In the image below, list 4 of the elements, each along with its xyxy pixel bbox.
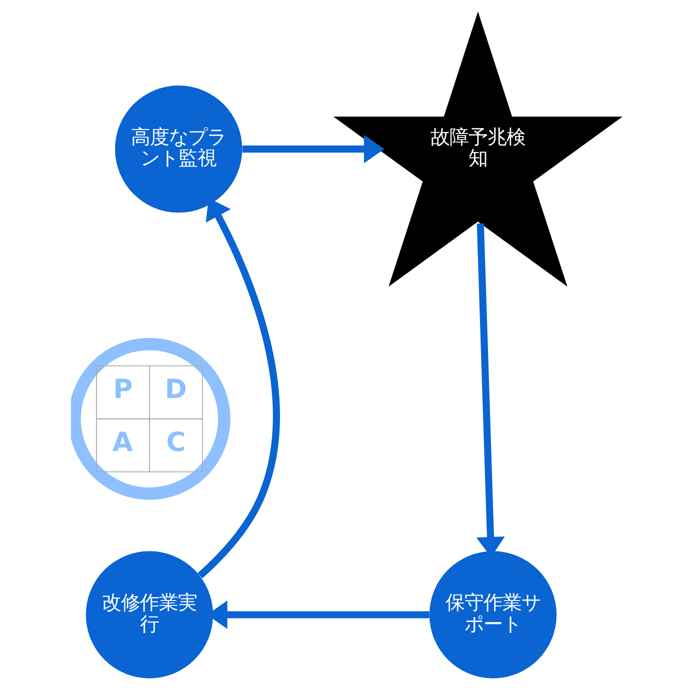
label: C bbox=[166, 427, 186, 458]
label: P bbox=[113, 374, 133, 406]
label: D bbox=[164, 374, 187, 406]
label: A bbox=[112, 427, 133, 458]
